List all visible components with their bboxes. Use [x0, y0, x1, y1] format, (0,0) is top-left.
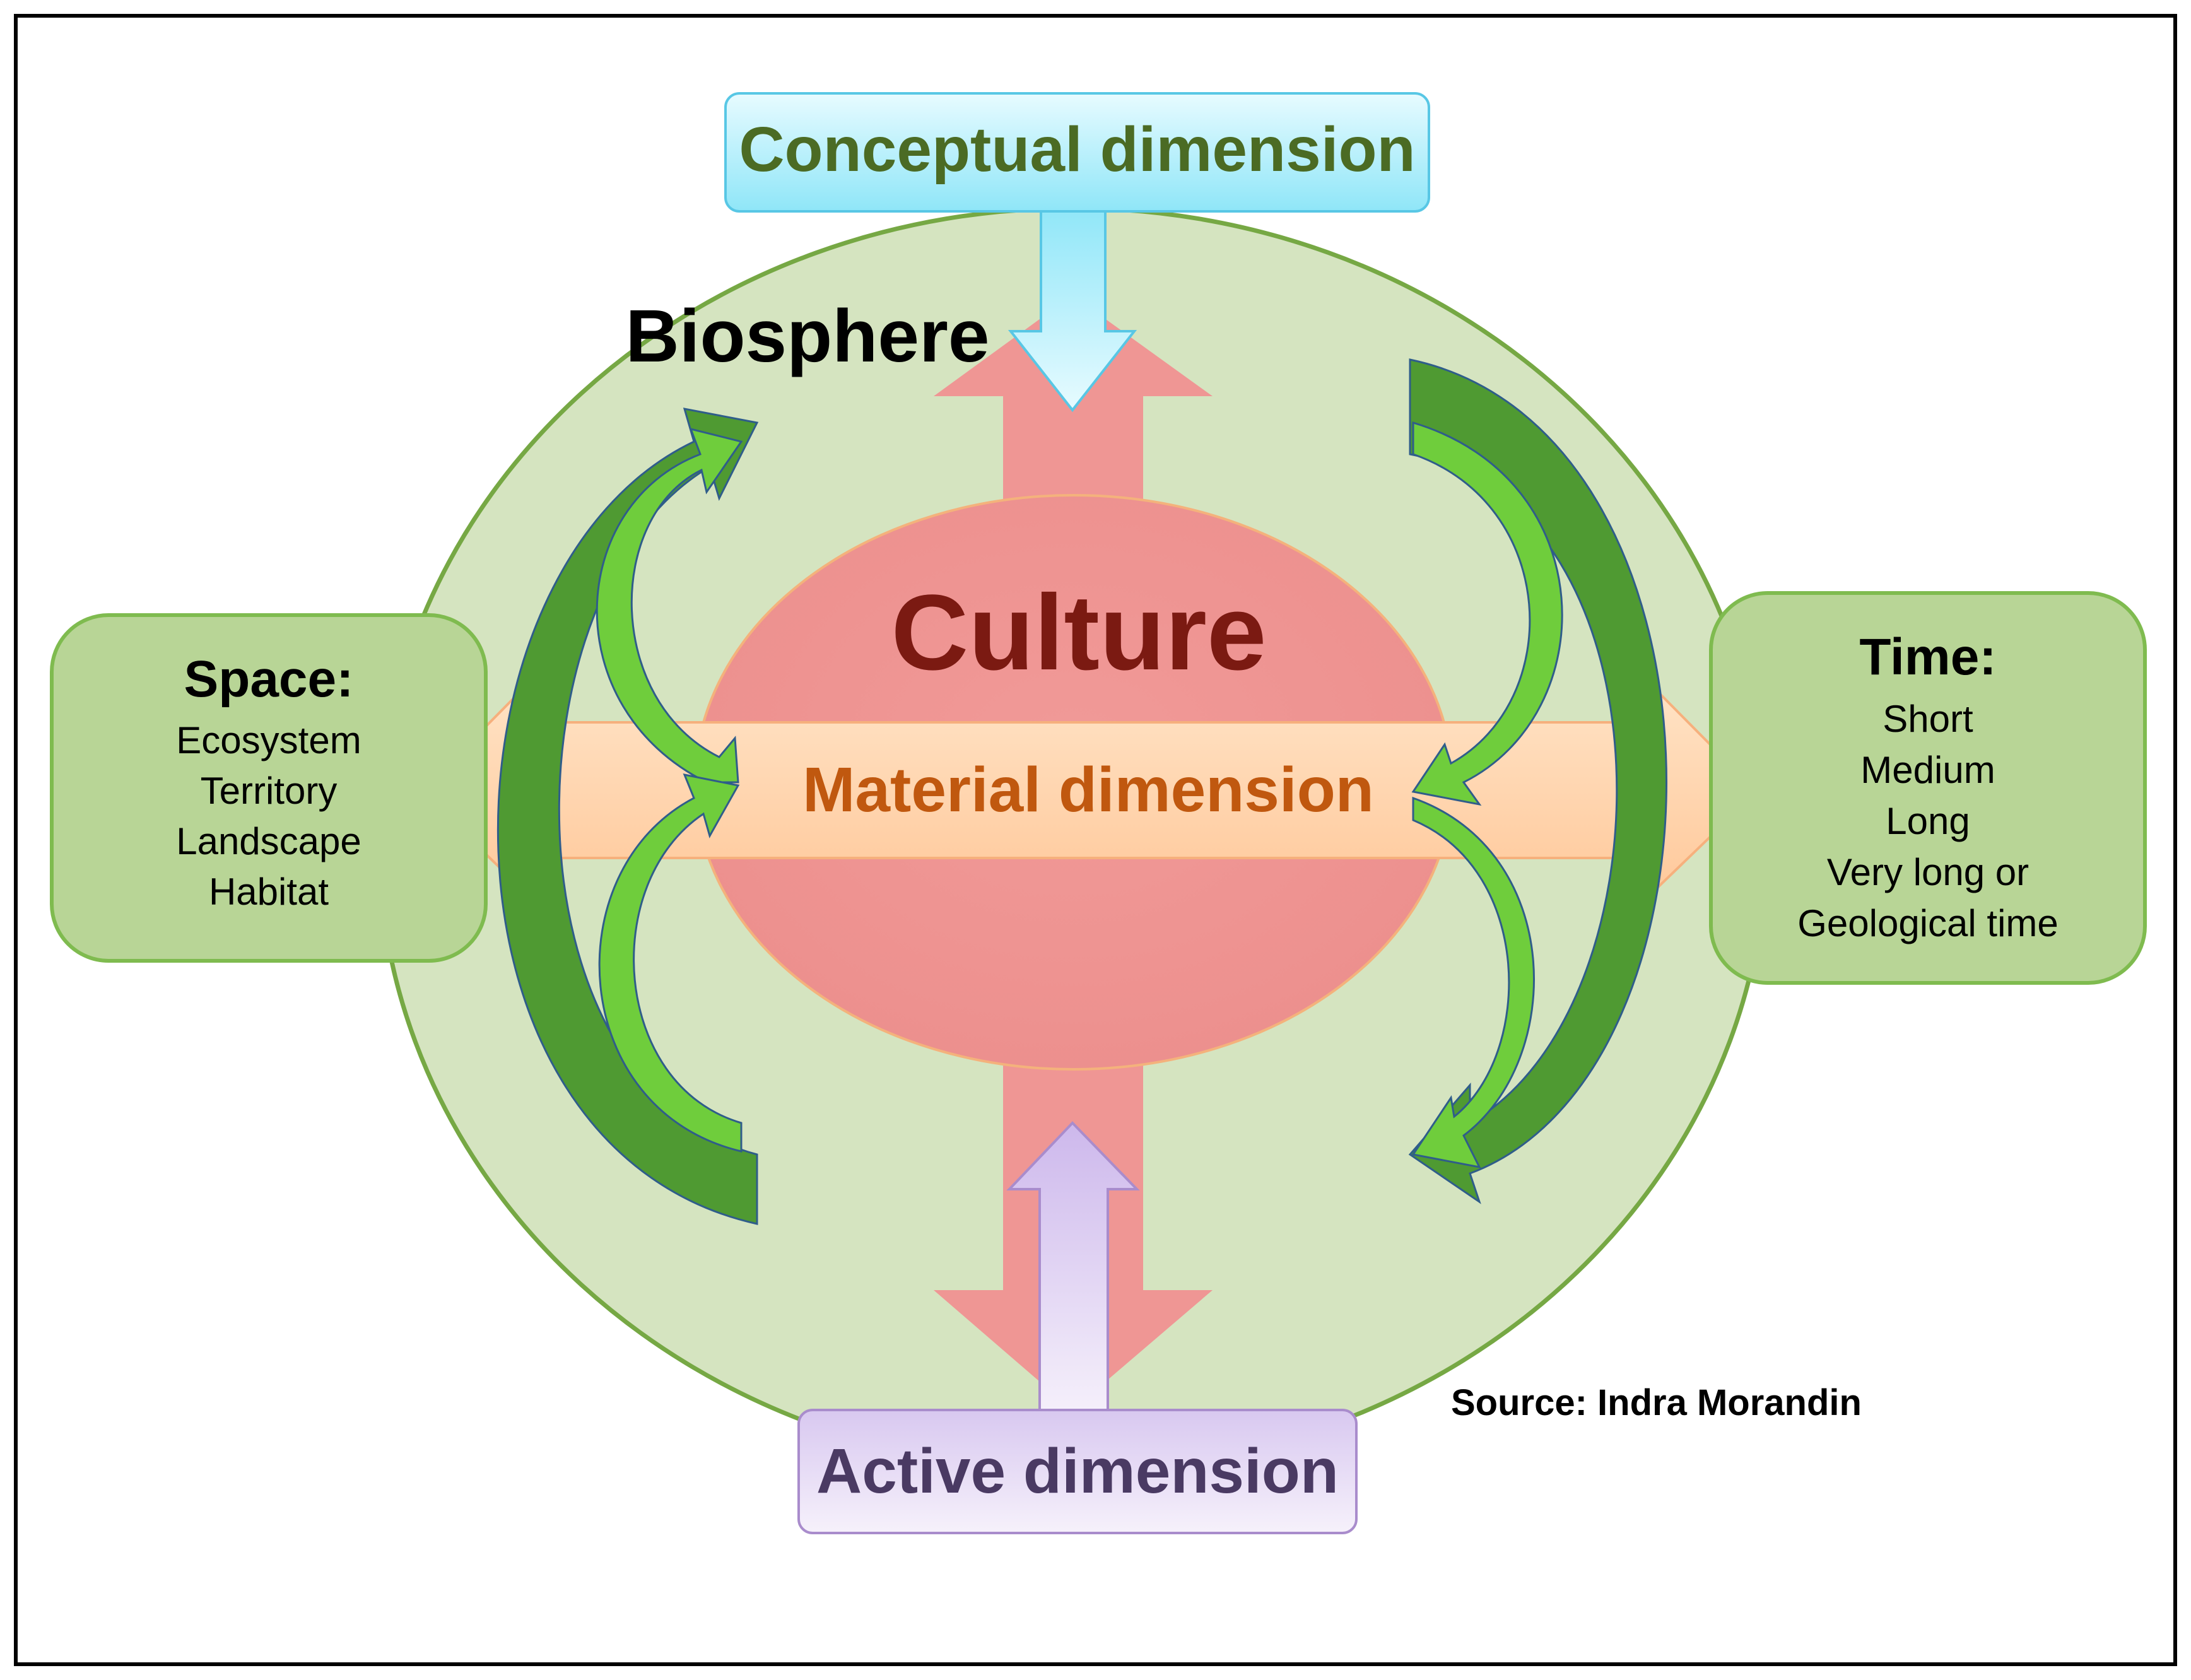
- biosphere-label: Biosphere: [625, 295, 990, 378]
- culture-label: Culture: [891, 573, 1267, 693]
- source-label: Source: Indra Morandin: [1451, 1382, 1862, 1423]
- time-item: Very long or: [1826, 851, 2029, 893]
- material-dimension-label: Material dimension: [802, 755, 1374, 825]
- space-text: Space: Ecosystem Territory Landscape Hab…: [52, 650, 486, 917]
- space-item: Ecosystem: [176, 719, 361, 761]
- time-item: Long: [1886, 800, 1970, 842]
- active-dimension-label: Active dimension: [816, 1436, 1339, 1507]
- active-box: [797, 1409, 1358, 1534]
- right-cycle-arrows: [1408, 358, 1667, 1204]
- space-box: [50, 613, 488, 963]
- time-heading: Time:: [1859, 628, 1997, 686]
- time-item: Medium: [1860, 749, 1995, 791]
- time-text: Time: Short Medium Long Very long or Geo…: [1711, 628, 2145, 949]
- time-item: Geological time: [1797, 902, 2059, 944]
- left-cycle-arrows: [497, 408, 759, 1225]
- right-lower-curved-arrow: [1411, 796, 1536, 1169]
- conceptual-box: [724, 92, 1430, 213]
- right-big-curved-arrow: [1408, 358, 1667, 1204]
- left-big-curved-arrow: [497, 408, 759, 1225]
- right-upper-curved-arrow: [1411, 421, 1563, 806]
- conceptual-down-arrow: [1007, 204, 1137, 413]
- time-item: Short: [1883, 698, 1973, 740]
- figure-frame: [14, 14, 2177, 1666]
- space-item: Territory: [200, 770, 338, 812]
- space-item: Landscape: [176, 820, 361, 862]
- time-box: [1709, 591, 2147, 985]
- space-heading: Space:: [184, 650, 354, 708]
- left-lower-curved-arrow: [598, 773, 743, 1153]
- left-upper-curved-arrow: [596, 427, 743, 784]
- space-item: Habitat: [208, 871, 329, 913]
- conceptual-dimension-label: Conceptual dimension: [739, 114, 1416, 185]
